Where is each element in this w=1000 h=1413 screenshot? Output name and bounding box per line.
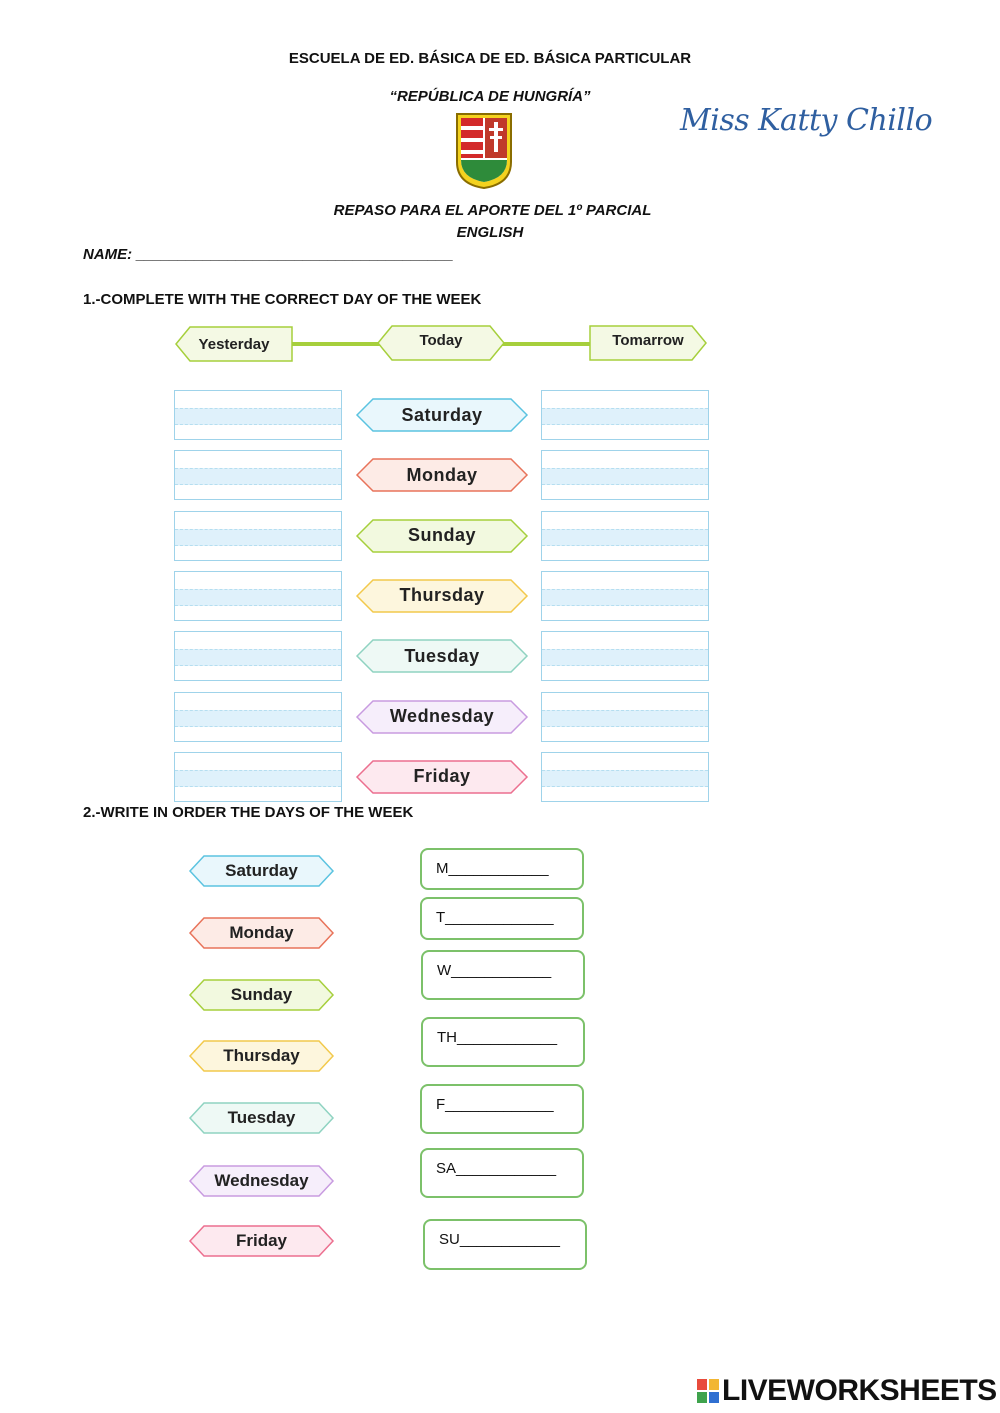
writing-guide	[542, 588, 708, 606]
answer-box[interactable]: SU____________	[423, 1219, 587, 1270]
writing-guide	[175, 649, 341, 667]
day-label: Thursday	[223, 1046, 300, 1065]
answer-box[interactable]: F_____________	[420, 1084, 584, 1134]
writing-guide	[542, 709, 708, 727]
answer-lines-right[interactable]	[541, 570, 709, 621]
worksheet-subtitle: REPASO PARA EL APORTE DEL 1º PARCIAL	[333, 202, 652, 219]
answer-lines-left[interactable]	[174, 390, 342, 440]
day-label: Thursday	[399, 585, 485, 606]
answer-prompt: SA____________	[436, 1160, 557, 1177]
day-label: Monday	[406, 464, 478, 485]
answer-box[interactable]: TH____________	[421, 1017, 585, 1067]
answer-lines-left[interactable]	[174, 751, 342, 802]
teacher-signature: Miss Katty Chillo	[680, 103, 933, 138]
school-title: ESCUELA DE ED. BÁSICA DE ED. BÁSICA PART…	[288, 50, 692, 67]
answer-lines-right[interactable]	[541, 751, 709, 802]
writing-guide	[175, 468, 341, 486]
day-tag[interactable]: Monday	[188, 917, 335, 949]
writing-guide	[542, 649, 708, 667]
day-tag: Saturday	[355, 398, 529, 432]
answer-lines-right[interactable]	[541, 450, 709, 501]
connector-line	[500, 342, 594, 346]
day-tag: Monday	[355, 458, 529, 493]
answer-prompt: W____________	[437, 962, 552, 979]
answer-lines-right[interactable]	[541, 691, 709, 742]
day-tag[interactable]: Tuesday	[188, 1102, 335, 1134]
day-tag[interactable]: Saturday	[188, 855, 335, 887]
day-tag: Friday	[355, 760, 529, 794]
answer-lines-left[interactable]	[174, 510, 342, 561]
day-tag[interactable]: Sunday	[188, 979, 335, 1011]
answer-box[interactable]: SA____________	[420, 1148, 584, 1198]
day-label: Tuesday	[227, 1108, 296, 1127]
writing-guide	[542, 769, 708, 787]
column-header-tomorrow: Tomarrow	[589, 325, 707, 361]
answer-box[interactable]: W____________	[421, 950, 585, 1000]
writing-guide	[542, 468, 708, 486]
answer-prompt: M____________	[436, 860, 549, 877]
day-label: Monday	[229, 923, 294, 942]
answer-box[interactable]: M____________	[420, 848, 584, 890]
day-label: Tuesday	[404, 645, 480, 666]
subject-label: ENGLISH	[456, 224, 524, 241]
day-tag: Thursday	[355, 579, 529, 613]
day-tag[interactable]: Friday	[188, 1225, 335, 1257]
answer-lines-left[interactable]	[174, 691, 342, 742]
day-tag[interactable]: Thursday	[188, 1040, 335, 1072]
writing-guide	[175, 588, 341, 606]
day-tag: Sunday	[355, 518, 529, 553]
answer-prompt: T_____________	[436, 909, 554, 926]
answer-prompt: F_____________	[436, 1096, 554, 1113]
school-name: “REPÚBLICA DE HUNGRÍA”	[389, 88, 591, 105]
column-header-today: Today	[377, 325, 505, 361]
day-label: Saturday	[225, 861, 298, 880]
exercise-2-title: 2.-WRITE IN ORDER THE DAYS OF THE WEEK	[83, 804, 414, 821]
answer-prompt: TH____________	[437, 1029, 558, 1046]
day-label: Friday	[235, 1231, 288, 1250]
day-tag: Wednesday	[355, 699, 529, 734]
name-field[interactable]: NAME: __________________________________…	[83, 246, 454, 263]
answer-lines-left[interactable]	[174, 450, 342, 501]
answer-box[interactable]: T_____________	[420, 897, 584, 940]
day-label: Sunday	[407, 525, 476, 546]
writing-guide	[175, 408, 341, 425]
day-label: Sunday	[230, 985, 293, 1004]
connector-line	[290, 342, 382, 346]
day-label: Wednesday	[389, 706, 495, 726]
day-label: Friday	[413, 766, 471, 787]
liveworksheets-logo-icon	[697, 1379, 719, 1403]
day-label: Wednesday	[214, 1171, 309, 1190]
writing-guide	[175, 709, 341, 727]
answer-lines-left[interactable]	[174, 570, 342, 621]
writing-guide	[175, 769, 341, 787]
column-header-yesterday: Yesterday	[175, 326, 293, 362]
day-label: Saturday	[401, 404, 483, 425]
school-crest-logo	[455, 112, 513, 190]
answer-prompt: SU____________	[439, 1231, 560, 1248]
answer-lines-left[interactable]	[174, 631, 342, 682]
writing-guide	[542, 408, 708, 425]
day-tag: Tuesday	[355, 639, 529, 673]
liveworksheets-brand: LIVEWORKSHEETS	[722, 1374, 997, 1407]
writing-guide	[542, 528, 708, 546]
answer-lines-right[interactable]	[541, 631, 709, 682]
day-tag[interactable]: Wednesday	[188, 1165, 335, 1197]
writing-guide	[175, 528, 341, 546]
answer-lines-right[interactable]	[541, 390, 709, 440]
exercise-1-title: 1.-COMPLETE WITH THE CORRECT DAY OF THE …	[83, 291, 482, 308]
answer-lines-right[interactable]	[541, 510, 709, 561]
